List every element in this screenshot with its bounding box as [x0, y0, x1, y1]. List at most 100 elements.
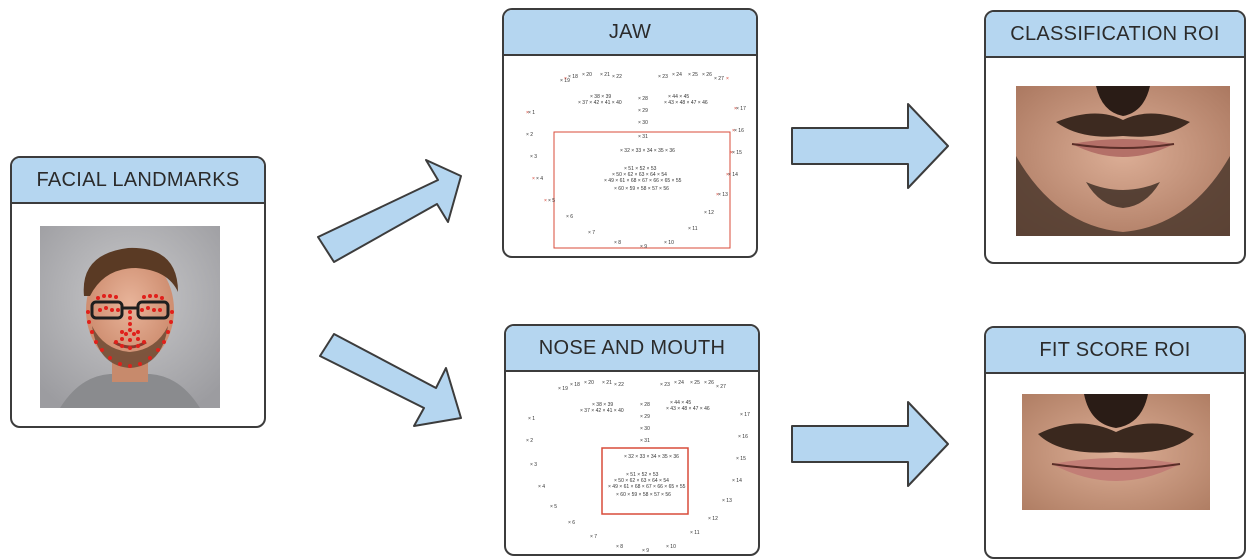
svg-text:× 32 × 33 × 34 × 35 × 36: × 32 × 33 × 34 × 35 × 36 — [620, 148, 675, 154]
svg-text:× 43 × 48 × 47 × 46: × 43 × 48 × 47 × 46 — [666, 406, 710, 412]
svg-text:× 7: × 7 — [590, 534, 597, 540]
svg-text:× 7: × 7 — [588, 230, 595, 236]
svg-text:× 44 × 45: × 44 × 45 — [670, 400, 691, 406]
svg-text:× 4: × 4 — [536, 176, 543, 182]
jaw-body: × 18× 20× 21× 22 × 23× 24× 25× 26× 27 × … — [504, 56, 756, 256]
nose-mouth-landmark-map: × 18 × 20 × 21× 22 × 23 × 24 × 25 × 26× 27 × … — [526, 380, 750, 554]
svg-text:× 19: × 19 — [558, 386, 568, 392]
svg-text:× 12: × 12 — [708, 516, 718, 522]
nose-and-mouth-body: × 18 × 20 × 21× 22 × 23 × 24 × 25 × 26× 27 × … — [506, 372, 758, 554]
svg-text:× 37 × 42 × 41 × 40: × 37 × 42 × 41 × 40 — [580, 408, 624, 414]
facial-landmarks-body — [12, 204, 264, 426]
jaw-title: JAW — [504, 10, 756, 56]
svg-text:× 6: × 6 — [566, 214, 573, 220]
nose-and-mouth-title: NOSE AND MOUTH — [506, 326, 758, 372]
svg-text:× 3: × 3 — [530, 154, 537, 160]
svg-text:× 43 × 48 × 47 × 46: × 43 × 48 × 47 × 46 — [664, 100, 708, 106]
svg-text:× 27: × 27 — [716, 384, 726, 390]
svg-text:× 21: × 21 — [602, 380, 612, 386]
svg-text:× 31: × 31 — [638, 134, 648, 140]
svg-text:× 32 × 33 × 34 × 35 × 36: × 32 × 33 × 34 × 35 × 36 — [624, 454, 679, 460]
svg-text:× 17: × 17 — [736, 106, 746, 112]
svg-text:× 49 × 61 × 68 × 67 × 66 × 65: × 49 × 61 × 68 × 67 × 66 × 65 × 55 — [604, 178, 682, 184]
svg-text:× 29: × 29 — [638, 108, 648, 114]
svg-text:× 2: × 2 — [526, 438, 533, 444]
jaw-roi-box — [553, 131, 731, 249]
svg-text:× 24: × 24 — [672, 72, 682, 78]
svg-text:× 1: × 1 — [528, 416, 535, 422]
svg-text:× 5: × 5 — [550, 504, 557, 510]
classification-roi-image — [1016, 86, 1230, 236]
svg-text:× 16: × 16 — [734, 128, 744, 134]
svg-text:× 4: × 4 — [538, 484, 545, 490]
arrow-to-nose-mouth — [319, 333, 462, 427]
svg-text:× 15: × 15 — [732, 150, 742, 156]
svg-text:× 2: × 2 — [526, 132, 533, 138]
svg-text:× 28: × 28 — [638, 96, 648, 102]
svg-text:× 20: × 20 — [584, 380, 594, 386]
svg-text:× 16: × 16 — [738, 434, 748, 440]
svg-text:× 31: × 31 — [640, 438, 650, 444]
facial-landmarks-panel: FACIAL LANDMARKS — [10, 156, 266, 428]
svg-text:× 37 × 42 × 41 × 40: × 37 × 42 × 41 × 40 — [578, 100, 622, 106]
svg-text:× 9: × 9 — [640, 244, 647, 250]
svg-text:× 17: × 17 — [740, 412, 750, 418]
svg-text:× 18: × 18 — [570, 382, 580, 388]
svg-text:× 25: × 25 — [690, 380, 700, 386]
svg-text:× 9: × 9 — [642, 548, 649, 554]
svg-text:× 20: × 20 — [582, 72, 592, 78]
svg-text:× 19: × 19 — [560, 78, 570, 84]
svg-text:×: × — [726, 172, 729, 178]
svg-text:× 30: × 30 — [640, 426, 650, 432]
fit-score-roi-title: FIT SCORE ROI — [986, 328, 1244, 374]
svg-text:×: × — [564, 76, 567, 82]
nose-and-mouth-panel: NOSE AND MOUTH × 18 × 20 × 21× 22 × 23 × 24… — [504, 324, 760, 556]
svg-text:× 25: × 25 — [688, 72, 698, 78]
jaw-landmark-map: × 18× 20× 21× 22 × 23× 24× 25× 26× 27 × … — [526, 72, 746, 250]
svg-text:× 8: × 8 — [616, 544, 623, 550]
face-photo-with-landmarks — [40, 226, 220, 408]
fit-score-roi-panel: FIT SCORE ROI — [984, 326, 1246, 559]
svg-text:× 22: × 22 — [612, 74, 622, 80]
svg-text:× 49 × 61 × 68 × 67 × 66 × 65: × 49 × 61 × 68 × 67 × 66 × 65 × 55 — [608, 484, 686, 490]
svg-text:× 38 × 39: × 38 × 39 — [592, 402, 613, 408]
svg-text:× 24: × 24 — [674, 380, 684, 386]
svg-text:× 51 × 52 × 53: × 51 × 52 × 53 — [626, 472, 659, 478]
svg-text:×: × — [726, 76, 729, 82]
svg-text:× 11: × 11 — [688, 226, 698, 232]
svg-text:×: × — [526, 110, 529, 116]
arrow-to-fit-score-roi — [791, 401, 949, 487]
svg-text:× 60 × 59 × 58 × 57 × 56: × 60 × 59 × 58 × 57 × 56 — [616, 492, 671, 498]
svg-text:× 51 × 52 × 53: × 51 × 52 × 53 — [624, 166, 657, 172]
svg-text:× 26: × 26 — [702, 72, 712, 78]
svg-text:× 26: × 26 — [704, 380, 714, 386]
svg-text:× 22: × 22 — [614, 382, 624, 388]
svg-text:× 11: × 11 — [690, 530, 700, 536]
svg-text:× 3: × 3 — [530, 462, 537, 468]
svg-text:× 50 × 62 × 63 × 64 × 54: × 50 × 62 × 63 × 64 × 54 — [614, 478, 669, 484]
svg-text:×: × — [532, 176, 535, 182]
svg-text:× 1: × 1 — [528, 110, 535, 116]
svg-text:× 38 × 39: × 38 × 39 — [590, 94, 611, 100]
svg-text:× 14: × 14 — [732, 478, 742, 484]
svg-text:× 23: × 23 — [660, 382, 670, 388]
svg-text:× 18: × 18 — [568, 74, 578, 80]
svg-text:× 30: × 30 — [638, 120, 648, 126]
classification-roi-body — [986, 58, 1244, 262]
svg-text:×: × — [734, 106, 737, 112]
svg-text:× 60 × 59 × 58 × 57 × 56: × 60 × 59 × 58 × 57 × 56 — [614, 186, 669, 192]
svg-text:×: × — [732, 128, 735, 134]
svg-text:×: × — [544, 198, 547, 204]
svg-text:× 8: × 8 — [614, 240, 621, 246]
classification-roi-panel: CLASSIFICATION ROI — [984, 10, 1246, 264]
svg-text:×: × — [730, 150, 733, 156]
svg-text:× 13: × 13 — [718, 192, 728, 198]
facial-landmarks-title: FACIAL LANDMARKS — [12, 158, 264, 204]
fit-score-roi-image — [1022, 394, 1210, 510]
jaw-panel: JAW × 18× 20× 21× 22 × 23× 24× 25× 26× 2… — [502, 8, 758, 258]
svg-text:× 10: × 10 — [664, 240, 674, 246]
svg-text:× 5: × 5 — [548, 198, 555, 204]
svg-text:× 15: × 15 — [736, 456, 746, 462]
svg-text:× 13: × 13 — [722, 498, 732, 504]
svg-text:× 10: × 10 — [666, 544, 676, 550]
